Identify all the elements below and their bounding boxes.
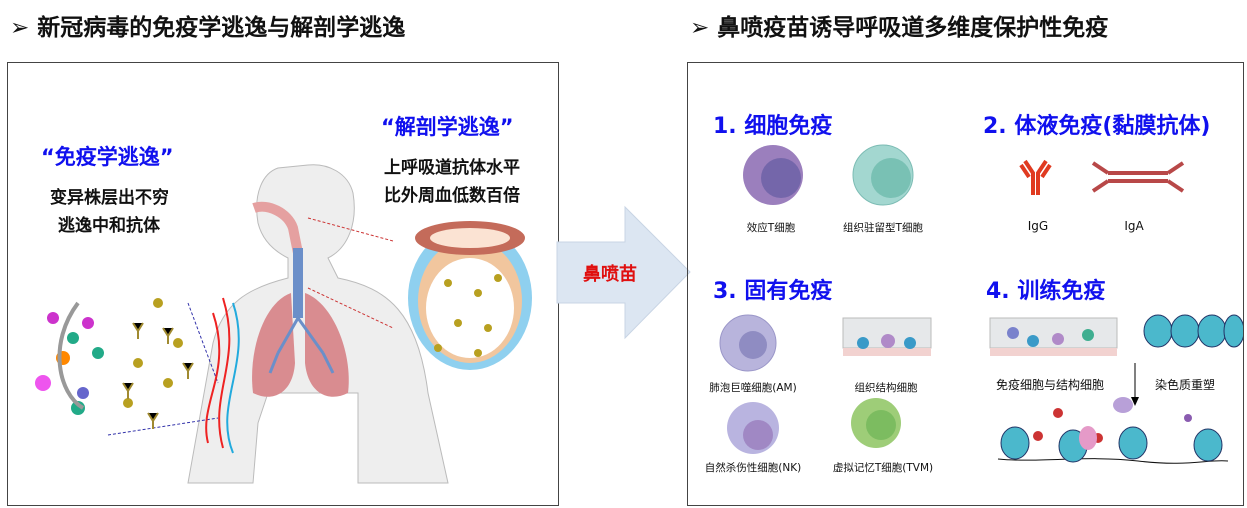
label-tvm: 虚拟记忆T细胞(TVM) bbox=[832, 462, 934, 474]
section-title-innate: 3. 固有免疫 bbox=[713, 279, 833, 304]
immune-escape-line: 变异株层出不穷 bbox=[50, 188, 169, 208]
cell-nucleus bbox=[871, 158, 911, 198]
trachea bbox=[293, 248, 303, 318]
left-header: ➢ 新冠病毒的免疫学逃逸与解剖学逃逸 bbox=[10, 8, 405, 42]
respiratory-illustration bbox=[35, 164, 532, 484]
cell-nucleus bbox=[743, 420, 773, 450]
bullet-icon: ➢ bbox=[10, 15, 30, 41]
callout-line bbox=[187, 302, 219, 384]
virus-particles bbox=[123, 274, 502, 408]
structural-cells bbox=[842, 317, 932, 356]
right-lung bbox=[305, 293, 349, 397]
callout-line bbox=[307, 287, 394, 329]
callout-line bbox=[107, 417, 219, 436]
immune-escape-line: 逃逸中和抗体 bbox=[58, 216, 160, 236]
label-igg: IgG bbox=[1027, 219, 1049, 233]
left-lung bbox=[252, 293, 295, 397]
section-title-trained: 4. 训练免疫 bbox=[986, 279, 1106, 304]
right-panel: 1. 细胞免疫 2. 体液免疫(黏膜抗体) 3. 固有免疫 4. 训练免疫 效应… bbox=[687, 62, 1244, 506]
left-panel: “免疫学逃逸” 变异株层出不穷 逃逸中和抗体 “解剖学逃逸” 上呼吸道抗体水平 … bbox=[7, 62, 559, 506]
immunity-illustrations bbox=[719, 144, 1243, 464]
nasal-airway bbox=[252, 201, 303, 254]
label-chromatin: 染色质重塑 bbox=[1154, 378, 1216, 392]
bullet-icon: ➢ bbox=[690, 15, 710, 41]
igg-icon bbox=[1019, 159, 1052, 195]
label-trm: 组织驻留型T细胞 bbox=[843, 222, 923, 234]
immune-structural-cells bbox=[989, 317, 1118, 356]
airway-cross-section bbox=[408, 221, 532, 370]
label-structural: 组织结构细胞 bbox=[854, 382, 918, 394]
right-header: ➢ 鼻喷疫苗诱导呼吸道多维度保护性免疫 bbox=[690, 8, 1108, 42]
section-title-humoral: 2. 体液免疫(黏膜抗体) bbox=[983, 114, 1211, 139]
label-immune-structural: 免疫细胞与结构细胞 bbox=[995, 378, 1105, 392]
left-header-text: 新冠病毒的免疫学逃逸与解剖学逃逸 bbox=[37, 15, 406, 41]
label-am: 肺泡巨噬细胞(AM) bbox=[709, 382, 797, 394]
anatomic-escape-line: 上呼吸道抗体水平 bbox=[384, 158, 520, 178]
remodeled-chromatin-icon bbox=[1000, 426, 1223, 463]
down-arrow bbox=[1131, 363, 1139, 406]
escape-arrow bbox=[57, 301, 85, 410]
label-effector-t: 效应T细胞 bbox=[746, 222, 796, 234]
anatomic-escape-line: 比外周血低数百倍 bbox=[384, 186, 520, 206]
variant-viruses bbox=[35, 312, 104, 415]
antibodies bbox=[122, 322, 194, 429]
right-header-text: 鼻喷疫苗诱导呼吸道多维度保护性免疫 bbox=[717, 15, 1109, 41]
chromatin-icon bbox=[1143, 314, 1243, 348]
histone-modifications bbox=[1033, 397, 1192, 450]
label-nk: 自然杀伤性细胞(NK) bbox=[704, 462, 802, 474]
cell-nucleus bbox=[866, 410, 896, 440]
iga-icon bbox=[1091, 161, 1185, 193]
anatomic-escape-title: “解剖学逃逸” bbox=[381, 115, 514, 139]
section-title-cellular: 1. 细胞免疫 bbox=[713, 114, 833, 139]
label-iga: IgA bbox=[1124, 219, 1144, 233]
blood-vessels bbox=[205, 297, 240, 454]
immune-escape-title: “免疫学逃逸” bbox=[41, 145, 174, 169]
bronchi bbox=[268, 317, 335, 374]
dna-strand bbox=[997, 458, 1229, 464]
arrow-label: 鼻喷苗 bbox=[583, 264, 637, 285]
cell-nucleus bbox=[739, 331, 767, 359]
cell-nucleus bbox=[761, 158, 801, 198]
